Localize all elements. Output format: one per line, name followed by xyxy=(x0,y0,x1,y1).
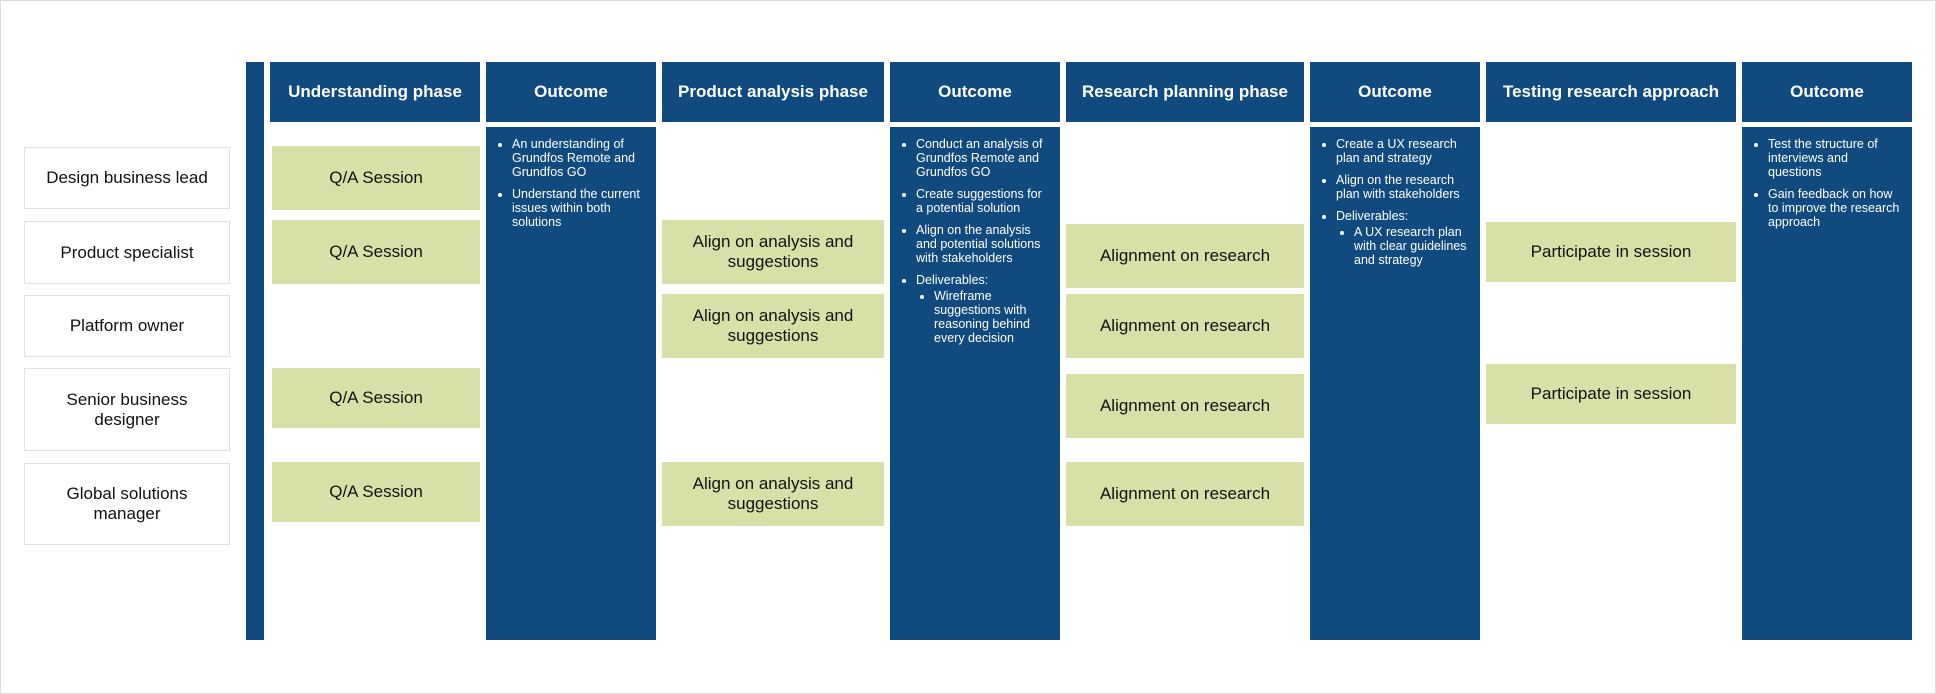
outcome-bullet: Create a UX research plan and strategy xyxy=(1336,137,1470,165)
outcome-deliverables: Deliverables: Wireframe suggestions with… xyxy=(916,273,1050,345)
deliverable-item: Wireframe suggestions with reasoning beh… xyxy=(934,289,1050,345)
alignment-research-card: Alignment on research xyxy=(1066,294,1304,358)
align-analysis-card: Align on analysis and suggestions xyxy=(662,220,884,284)
qa-session-card: Q/A Session xyxy=(272,462,480,522)
header-understanding-phase: Understanding phase xyxy=(270,62,480,122)
outcome-bullet: Create suggestions for a potential solut… xyxy=(916,187,1050,215)
role-design-business-lead: Design business lead xyxy=(24,147,230,209)
alignment-research-card: Alignment on research xyxy=(1066,374,1304,438)
swimlane-divider xyxy=(246,62,264,640)
role-product-specialist: Product specialist xyxy=(24,221,230,284)
align-analysis-card: Align on analysis and suggestions xyxy=(662,294,884,358)
outcome-deliverables: Deliverables: A UX research plan with cl… xyxy=(1336,209,1470,267)
outcome-column-4: Test the structure of interviews and que… xyxy=(1742,127,1912,640)
role-senior-business-designer: Senior business designer xyxy=(24,368,230,451)
deliverables-label: Deliverables: xyxy=(916,273,989,287)
outcome-bullet: Align on the research plan with stakehol… xyxy=(1336,173,1470,201)
header-product-analysis-phase: Product analysis phase xyxy=(662,62,884,122)
deliverable-item: A UX research plan with clear guidelines… xyxy=(1354,225,1470,267)
outcome-column-1: An understanding of Grundfos Remote and … xyxy=(486,127,656,640)
role-global-solutions-manager: Global solutions manager xyxy=(24,463,230,545)
participate-session-card: Participate in session xyxy=(1486,364,1736,424)
header-outcome-3: Outcome xyxy=(1310,62,1480,122)
qa-session-card: Q/A Session xyxy=(272,146,480,210)
outcome-column-3: Create a UX research plan and strategy A… xyxy=(1310,127,1480,640)
outcome-bullet: An understanding of Grundfos Remote and … xyxy=(512,137,646,179)
outcome-column-2: Conduct an analysis of Grundfos Remote a… xyxy=(890,127,1060,640)
outcome-bullet: Gain feedback on how to improve the rese… xyxy=(1768,187,1902,229)
header-outcome-4: Outcome xyxy=(1742,62,1912,122)
header-research-planning-phase: Research planning phase xyxy=(1066,62,1304,122)
alignment-research-card: Alignment on research xyxy=(1066,462,1304,526)
alignment-research-card: Alignment on research xyxy=(1066,224,1304,288)
outcome-bullet: Test the structure of interviews and que… xyxy=(1768,137,1902,179)
header-outcome-2: Outcome xyxy=(890,62,1060,122)
outcome-bullet: Understand the current issues within bot… xyxy=(512,187,646,229)
outcome-bullet: Conduct an analysis of Grundfos Remote a… xyxy=(916,137,1050,179)
participate-session-card: Participate in session xyxy=(1486,222,1736,282)
outcome-bullet: Align on the analysis and potential solu… xyxy=(916,223,1050,265)
deliverables-label: Deliverables: xyxy=(1336,209,1409,223)
qa-session-card: Q/A Session xyxy=(272,368,480,428)
qa-session-card: Q/A Session xyxy=(272,220,480,284)
align-analysis-card: Align on analysis and suggestions xyxy=(662,462,884,526)
header-outcome-1: Outcome xyxy=(486,62,656,122)
header-testing-research-approach: Testing research approach xyxy=(1486,62,1736,122)
role-platform-owner: Platform owner xyxy=(24,295,230,357)
